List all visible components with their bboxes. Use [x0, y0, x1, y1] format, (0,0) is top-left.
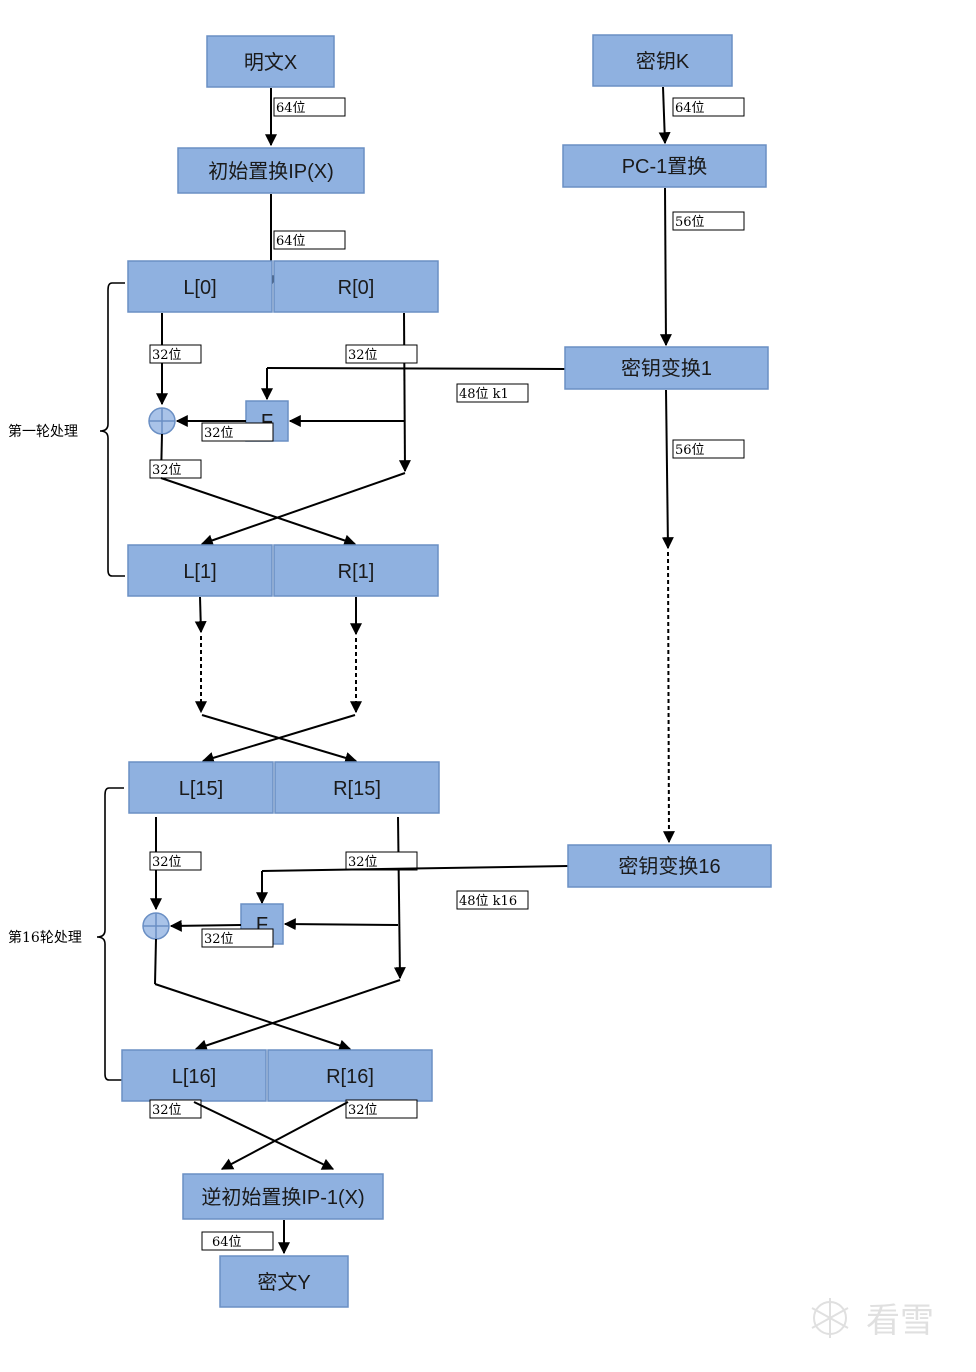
ciphertext-label: 密文Y	[257, 1271, 310, 1294]
svg-text:32位: 32位	[204, 426, 234, 441]
r15-box: R[15]	[274, 761, 440, 814]
round16-brace	[96, 787, 124, 1081]
plaintext-bits-label: 64位	[273, 97, 346, 117]
svg-text:48位 k16: 48位 k16	[459, 894, 517, 909]
key-box: 密钥K	[592, 34, 733, 87]
round1-label: 第一轮处理	[8, 423, 78, 440]
ciphertext-box: 密文Y	[219, 1255, 349, 1308]
kt1-arrow	[661, 389, 674, 550]
r16-l-bits-label: 32位	[149, 851, 202, 871]
round16-label: 第16轮处理	[8, 929, 82, 946]
k1-bits-label: 48位 k1	[456, 383, 529, 403]
svg-text:56位: 56位	[675, 443, 705, 458]
final-cross-b	[220, 1101, 349, 1170]
key-bits-label: 64位	[672, 97, 745, 117]
r1-l-bits-label: 32位	[149, 344, 202, 364]
r16out-bits-label: 32位	[345, 1099, 418, 1119]
svg-text:32位: 32位	[348, 855, 378, 870]
svg-text:L[0]: L[0]	[183, 277, 216, 299]
xor-icon	[142, 912, 170, 940]
k16-line	[261, 865, 569, 872]
r0-box: R[0]	[273, 260, 439, 313]
cross16-a	[154, 983, 352, 1052]
ip-bits-label: 64位	[273, 230, 346, 250]
svg-text:56位: 56位	[675, 215, 705, 230]
l16-bits-label: 32位	[149, 1099, 202, 1119]
svg-text:32位: 32位	[152, 463, 182, 478]
out-bits-label: 64位	[201, 1231, 274, 1251]
svg-text:32位: 32位	[348, 1103, 378, 1118]
cross16-b	[194, 979, 401, 1052]
key-transform-1-box: 密钥变换1	[564, 346, 769, 390]
pc1-box: PC-1置换	[562, 144, 767, 188]
inverse-ip-label: 逆初始置换IP-1(X)	[201, 1186, 364, 1209]
svg-text:48位 k1: 48位 k1	[459, 387, 509, 402]
f16-to-xor-arrow	[169, 919, 242, 932]
svg-text:32位: 32位	[152, 855, 182, 870]
snowflake-icon	[811, 1298, 849, 1338]
kt1-bits-label: 56位	[672, 439, 745, 459]
svg-text:64位: 64位	[276, 234, 306, 249]
k1-line	[266, 367, 566, 370]
r0-down-arrow	[398, 312, 411, 473]
cross1-a	[160, 477, 357, 547]
r15-down-arrow	[393, 816, 406, 980]
svg-text:32位: 32位	[152, 1103, 182, 1118]
l1-arrow	[194, 596, 207, 634]
svg-text:R[15]: R[15]	[333, 778, 381, 800]
key-transform-1-label: 密钥变换1	[621, 357, 712, 380]
key-arrow	[658, 86, 671, 145]
l15-box: L[15]	[128, 761, 274, 814]
xor16-down	[154, 938, 157, 985]
inverse-ip-box: 逆初始置换IP-1(X)	[182, 1173, 384, 1220]
svg-text:R[0]: R[0]	[338, 277, 375, 299]
svg-text:L[1]: L[1]	[183, 561, 216, 583]
r15-to-f-arrow	[283, 918, 399, 931]
cross2-b	[201, 714, 356, 764]
r16-r-bits-label: 32位	[345, 851, 418, 871]
l0-box: L[0]	[127, 260, 273, 313]
svg-text:32位: 32位	[152, 348, 182, 363]
pc1-bits-label: 56位	[672, 211, 745, 231]
f16-bits-label: 32位	[201, 928, 274, 948]
plaintext-label: 明文X	[244, 51, 297, 74]
pc1-arrow	[659, 187, 672, 347]
key-dotted	[662, 551, 675, 844]
k16-bits-label: 48位 k16	[456, 890, 529, 910]
pc1-label: PC-1置换	[622, 155, 708, 178]
svg-text:L[15]: L[15]	[179, 778, 223, 800]
r1-box: R[1]	[273, 544, 439, 597]
svg-text:L[16]: L[16]	[172, 1066, 216, 1088]
key-transform-16-label: 密钥变换16	[618, 855, 720, 878]
xor-icon	[148, 407, 176, 435]
l1-box: L[1]	[127, 544, 273, 597]
key-transform-16-box: 密钥变换16	[567, 844, 772, 888]
r1-r-bits-label: 32位	[345, 344, 418, 364]
xor1-bits-label: 32位	[149, 459, 202, 479]
ip-box: 初始置换IP(X)	[177, 147, 365, 194]
svg-text:32位: 32位	[204, 932, 234, 947]
plaintext-box: 明文X	[206, 35, 335, 88]
round1-brace	[99, 282, 125, 577]
svg-text:R[1]: R[1]	[338, 561, 375, 583]
f1-bits-label: 32位	[201, 422, 274, 442]
key-label: 密钥K	[636, 50, 690, 73]
cross1-b	[200, 472, 406, 547]
l16-box: L[16]	[121, 1049, 267, 1102]
r16-box: R[16]	[267, 1049, 433, 1102]
ip-label: 初始置换IP(X)	[208, 160, 334, 183]
svg-text:64位: 64位	[276, 101, 306, 116]
final-cross-a	[193, 1101, 335, 1170]
svg-text:R[16]: R[16]	[326, 1066, 374, 1088]
svg-text:32位: 32位	[348, 348, 378, 363]
watermark-text: 看雪	[866, 1301, 934, 1341]
svg-text:64位: 64位	[675, 101, 705, 116]
svg-text:64位: 64位	[212, 1235, 242, 1250]
